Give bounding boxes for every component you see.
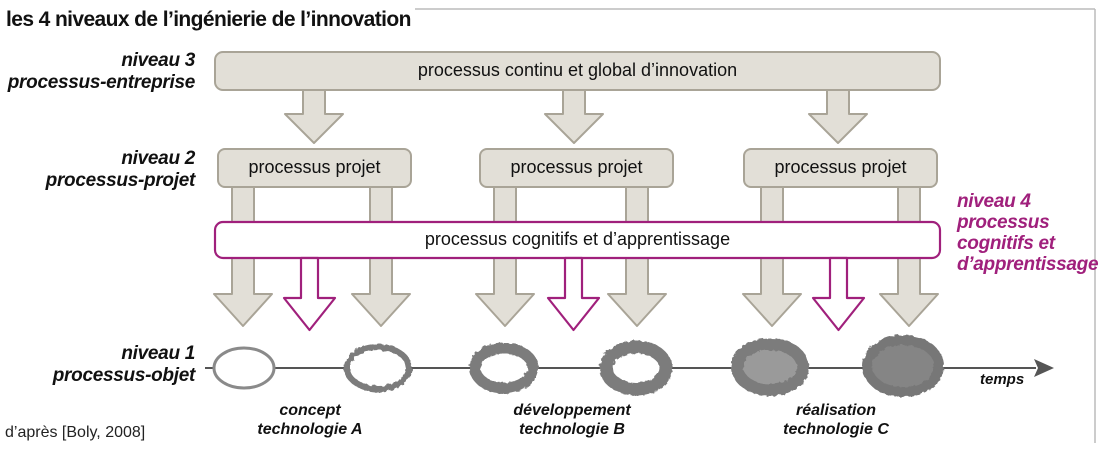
down-arrow bbox=[808, 89, 868, 144]
level-3-label: niveau 3 processus-entreprise bbox=[7, 50, 196, 93]
project-box-b-label: processus projet bbox=[510, 157, 643, 177]
project-box-c bbox=[743, 148, 938, 188]
level-1-label: niveau 1 processus-objet bbox=[52, 343, 196, 386]
level-4-label: niveau 4 processus cognitifs et d’appren… bbox=[957, 191, 1099, 275]
source-citation: d’après [Boly, 2008] bbox=[5, 424, 146, 441]
technology-a-label: concept technologie A bbox=[257, 402, 363, 438]
object-ellipses bbox=[212, 335, 944, 397]
timeline-arrowhead bbox=[1034, 359, 1054, 377]
object-ellipse-4 bbox=[599, 340, 673, 396]
down-arrow bbox=[544, 89, 604, 144]
technology-b-label: développement technologie B bbox=[513, 402, 631, 438]
global-process-label: processus continu et global d’innovation bbox=[417, 60, 738, 80]
object-ellipse-1 bbox=[212, 346, 276, 390]
object-ellipse-2 bbox=[344, 344, 412, 392]
object-ellipse-5 bbox=[731, 338, 809, 396]
down-arrow bbox=[546, 256, 601, 332]
project-box-b bbox=[479, 148, 674, 188]
arrows-level3-to-level2 bbox=[284, 89, 868, 144]
level-2-label: niveau 2 processus-projet bbox=[45, 148, 196, 191]
project-box-c-label: processus projet bbox=[774, 157, 907, 177]
down-arrow bbox=[811, 256, 866, 332]
object-ellipse-3 bbox=[469, 342, 539, 394]
down-arrow bbox=[284, 89, 344, 144]
arrows-cognitive-to-level1 bbox=[282, 256, 866, 332]
technology-c-label: réalisation technologie C bbox=[783, 402, 889, 438]
down-arrow bbox=[282, 256, 337, 332]
project-boxes bbox=[217, 148, 938, 188]
diagram-title: les 4 niveaux de l’ingénierie de l’innov… bbox=[6, 8, 411, 31]
timeline-label: temps bbox=[980, 371, 1025, 388]
project-box-a bbox=[217, 148, 412, 188]
project-box-a-label: processus projet bbox=[248, 157, 381, 177]
cognitive-process-label: processus cognitifs et d’apprentissage bbox=[424, 229, 731, 249]
object-ellipse-6 bbox=[862, 335, 944, 397]
